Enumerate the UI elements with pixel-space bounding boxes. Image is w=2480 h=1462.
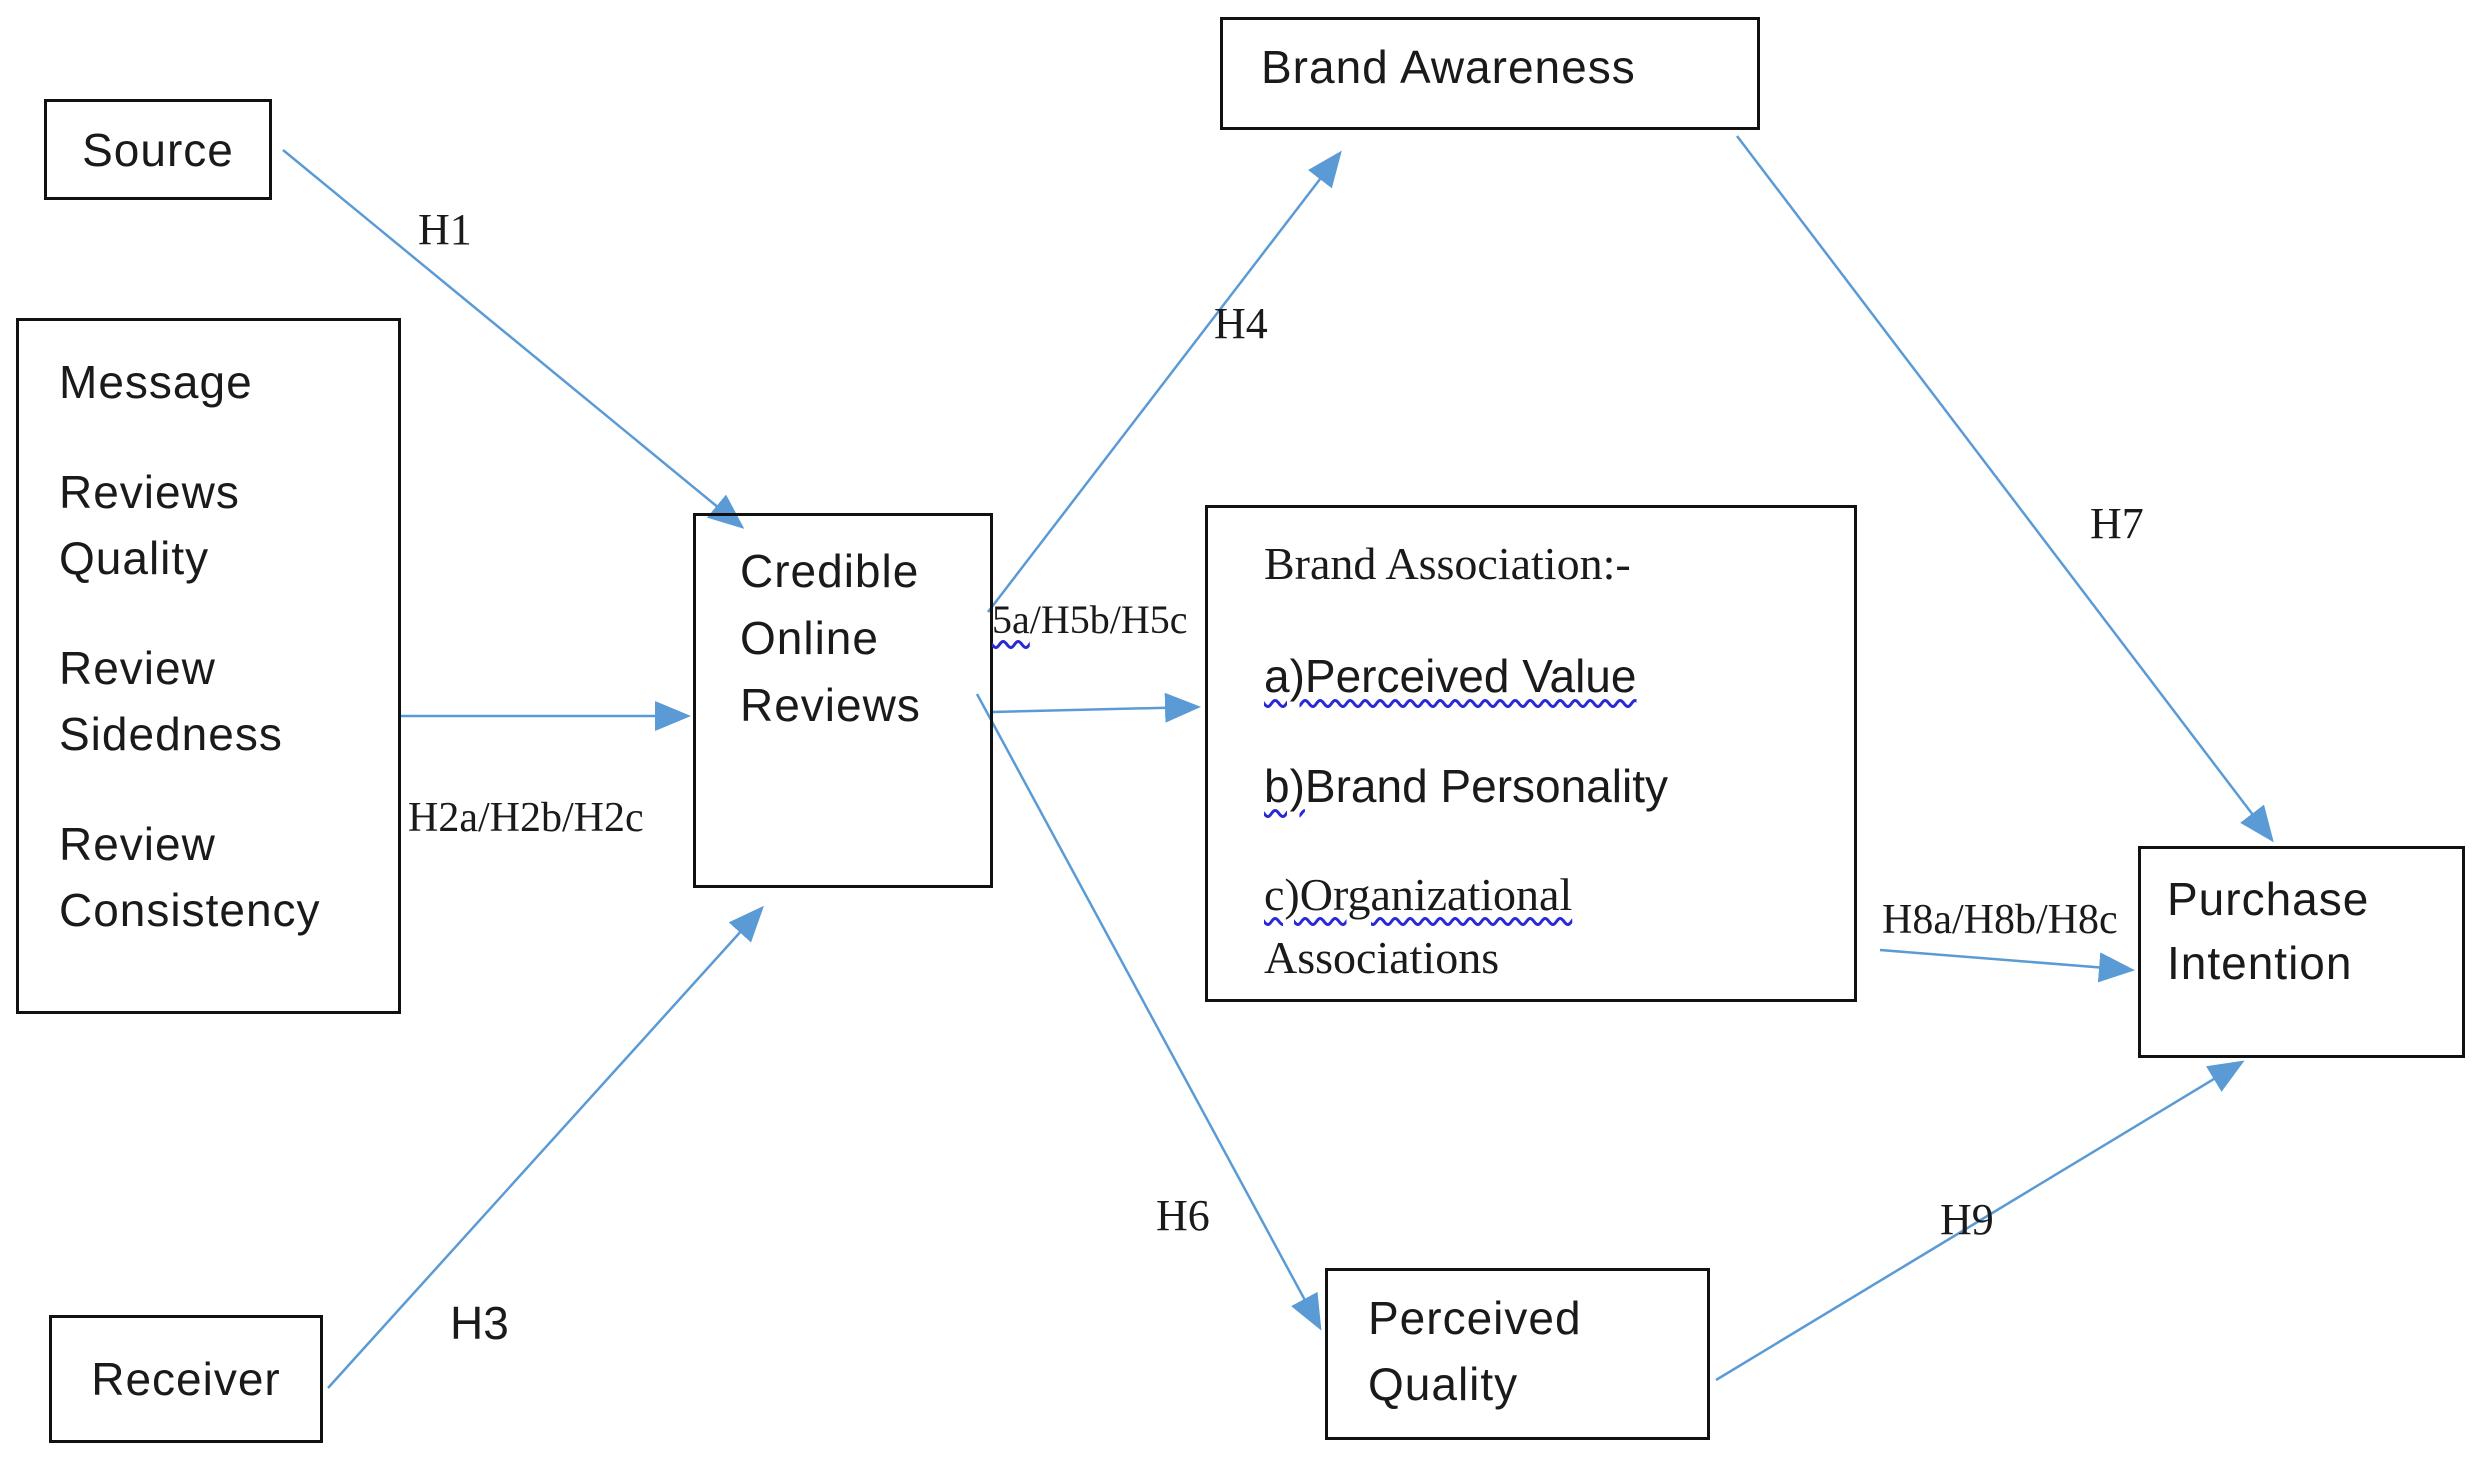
brand-association-box: Brand Association:- a)Perceived Value b)… — [1205, 505, 1857, 1002]
credible-online-reviews-box: Credible Online Reviews — [693, 513, 993, 888]
purchase-line1: Purchase — [2167, 873, 2370, 925]
message-item-review-consistency-line1: Review — [59, 818, 216, 870]
brand-awareness-label: Brand Awareness — [1261, 41, 1636, 93]
message-box: Message Reviews Quality Review Sidedness… — [16, 318, 401, 1014]
label-h7: H7 — [2090, 499, 2144, 548]
item-b-text: Brand Personality — [1304, 760, 1668, 812]
message-item-review-sidedness-line1: Review — [59, 642, 216, 694]
credible-line3: Reviews — [740, 679, 921, 731]
arrow-h1-source-to-credible — [282, 149, 745, 529]
message-item-review-consistency-line2: Consistency — [59, 884, 321, 936]
brand-association-item-c-line2: Associations — [1264, 932, 1500, 983]
message-item-reviews-quality-line1: Reviews — [59, 466, 240, 518]
label-h8: H8a/H8b/H8c — [1882, 897, 2118, 943]
credible-line1: Credible — [740, 545, 920, 597]
label-h6: H6 — [1156, 1191, 1210, 1240]
label-h5-rest: /H5b/H5c — [1029, 597, 1188, 642]
source-box: Source — [44, 99, 272, 200]
arrow-h3-receiver-to-credible — [327, 905, 765, 1389]
brand-association-title: Brand Association:- — [1264, 538, 1631, 589]
source-label: Source — [82, 123, 234, 176]
arrow-h4-credible-to-brand-awareness — [987, 150, 1342, 613]
message-item-reviews-quality-line2: Quality — [59, 532, 210, 584]
brand-association-item-a: a)Perceived Value — [1264, 646, 1854, 706]
label-h9: H9 — [1940, 1195, 1994, 1244]
item-c-text: c)Organizational — [1264, 869, 1573, 920]
arrow-h7-brand-awareness-to-purchase — [1736, 135, 2274, 843]
label-h5-prefix: 5a — [992, 597, 1030, 642]
arrow-h6-credible-to-perceived-quality — [975, 693, 1322, 1331]
credible-line2: Online — [740, 612, 879, 664]
label-h5: 5a/H5b/H5c — [992, 596, 1188, 643]
label-h1: H1 — [418, 205, 472, 254]
receiver-label: Receiver — [91, 1353, 281, 1405]
perceived-quality-line2: Quality — [1368, 1358, 1519, 1410]
purchase-intention-box: Purchase Intention — [2138, 846, 2465, 1058]
brand-awareness-box: Brand Awareness — [1220, 17, 1760, 130]
label-h2: H2a/H2b/H2c — [408, 795, 644, 841]
receiver-box: Receiver — [49, 1315, 323, 1443]
label-h4: H4 — [1214, 299, 1268, 348]
perceived-quality-box: Perceived Quality — [1325, 1268, 1710, 1440]
brand-association-item-b: b)Brand Personality — [1264, 756, 1854, 816]
message-title: Message — [59, 356, 253, 408]
message-item-review-sidedness-line2: Sidedness — [59, 708, 283, 760]
item-a-text: a)Perceived Value — [1264, 650, 1637, 702]
arrow-h8-brand-association-to-purchase — [1879, 948, 2135, 983]
perceived-quality-line1: Perceived — [1368, 1292, 1582, 1344]
brand-association-item-c: c)Organizational — [1264, 864, 1854, 926]
purchase-line2: Intention — [2167, 937, 2353, 989]
label-h3: H3 — [450, 1297, 509, 1349]
item-b-prefix: b) — [1264, 760, 1305, 812]
arrow-h9-perceived-quality-to-purchase — [1715, 1060, 2245, 1382]
arrow-h5-credible-to-brand-association — [991, 692, 1201, 723]
